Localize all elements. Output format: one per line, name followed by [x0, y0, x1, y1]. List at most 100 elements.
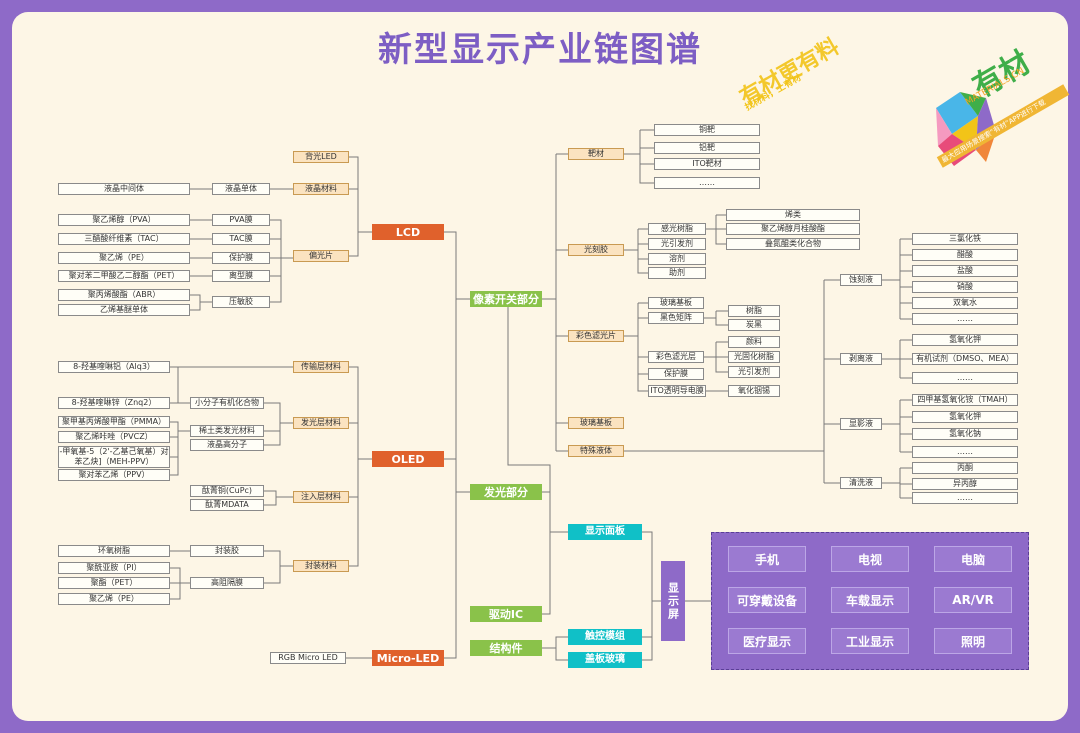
etching-item: 硝酸 [912, 281, 1018, 293]
connector [637, 229, 648, 274]
etching-item: 三氯化铁 [912, 233, 1018, 245]
oled-source: 聚对苯乙烯（PPV） [58, 469, 170, 481]
oled-material: 发光层材料 [293, 417, 349, 429]
application-tile: 车载显示 [831, 587, 909, 613]
oled-source: 聚甲基丙烯酸甲酯（PMMA） [58, 416, 170, 428]
lcd-material: 背光LED [293, 151, 349, 163]
connector [715, 342, 728, 373]
connector [170, 421, 179, 476]
micro-led-source: RGB Micro LED [270, 652, 346, 664]
target-item: ITO靶材 [654, 158, 760, 170]
developing-item: 氢氧化钾 [912, 411, 1018, 423]
category-structure: 结构件 [470, 640, 542, 656]
lcd-intermediate: 离型膜 [212, 270, 270, 282]
target-item: 铝靶 [654, 142, 760, 154]
application-tile: 电视 [831, 546, 909, 572]
oled-intermediate: 高阻隔膜 [190, 577, 264, 589]
resin-item: 聚乙烯醇月桂酸酯 [726, 223, 860, 235]
oled-source: 聚乙烯（PE） [58, 593, 170, 605]
photoresist-item: 助剂 [648, 267, 706, 279]
oled-source: 酞菁MDATA [190, 499, 264, 511]
lcd-material: 偏光片 [293, 250, 349, 262]
connector [542, 532, 551, 615]
connector [507, 299, 568, 533]
lcd-intermediate: 压敏胶 [212, 296, 270, 308]
connector [190, 294, 201, 311]
connector [444, 231, 457, 659]
photoresist-item: 溶剂 [648, 253, 706, 265]
lcd-intermediate: 保护膜 [212, 252, 270, 264]
ito-item: 氧化铟锡 [728, 385, 780, 397]
category-display-screen: 显示屏 [661, 561, 685, 641]
color-filter-item: 彩色滤光层 [648, 351, 704, 363]
oled-source: 聚酯（PET） [58, 577, 170, 589]
color-filter-item: ITO透明导电膜 [648, 385, 706, 397]
lcd-source: 聚丙烯酸酯（ABR） [58, 289, 190, 301]
connector [555, 648, 568, 661]
developing-item: 四甲基氢氧化铵（TMAH） [912, 394, 1018, 406]
black-matrix-item: 炭黑 [728, 319, 780, 331]
oled-source: -甲氧基-5（2'-乙基己氧基）对苯乙炔]（MEH-PPV） [58, 446, 170, 468]
application-tile: 工业显示 [831, 628, 909, 654]
cleaning-item: …… [912, 492, 1018, 504]
stripping-item: 氢氧化钾 [912, 334, 1018, 346]
resin-item: 烯类 [726, 209, 860, 221]
lcd-material: 液晶材料 [293, 183, 349, 195]
target-item: 铜靶 [654, 124, 760, 136]
pixel-group: 彩色滤光片 [568, 330, 624, 342]
oled-intermediate: 稀土类发光材料 [190, 425, 264, 437]
connector [349, 366, 359, 567]
application-tile: 可穿戴设备 [728, 587, 806, 613]
connector [639, 130, 654, 184]
liquid-type: 显影液 [840, 418, 882, 430]
oled-source: 8-羟基喹啉铝（Alq3） [58, 361, 170, 373]
application-tile: 照明 [934, 628, 1012, 654]
connector [264, 402, 281, 446]
etching-item: 盐酸 [912, 265, 1018, 277]
lcd-intermediate: TAC膜 [212, 233, 270, 245]
connector [264, 490, 277, 506]
liquid-type: 蚀刻液 [840, 274, 882, 286]
page-title: 新型显示产业链图谱 [378, 30, 702, 70]
category-pixel-switch: 像素开关部分 [470, 291, 542, 307]
category-display-panel: 显示面板 [568, 524, 642, 540]
connector [270, 219, 282, 303]
color-filter-item: 保护膜 [648, 368, 704, 380]
connector [715, 215, 726, 245]
pixel-group: 靶材 [568, 148, 624, 160]
category-emission: 发光部分 [470, 484, 542, 500]
oled-material: 封装材料 [293, 560, 349, 572]
lcd-source: 乙烯基醚单体 [58, 304, 190, 316]
connector [264, 550, 281, 584]
oled-material: 注入层材料 [293, 491, 349, 503]
oled-intermediate: 液晶高分子 [190, 439, 264, 451]
connector [349, 156, 359, 257]
stripping-item: 有机试剂（DMSO、MEA） [912, 353, 1018, 365]
photoresist-item: 感光树脂 [648, 223, 706, 235]
resin-item: 叠氮醌类化合物 [726, 238, 860, 250]
stripping-item: …… [912, 372, 1018, 384]
photoresist-item: 光引发剂 [648, 238, 706, 250]
application-tile: AR/VR [934, 587, 1012, 613]
liquid-type: 清洗液 [840, 477, 882, 489]
oled-source: 8-羟基喹啉锌（Znq2） [58, 397, 170, 409]
color-layer-item: 光引发剂 [728, 366, 780, 378]
connector [715, 311, 728, 326]
oled-material: 传输层材料 [293, 361, 349, 373]
pixel-group: 玻璃基板 [568, 417, 624, 429]
pixel-group: 特殊液体 [568, 445, 624, 457]
category-lcd: LCD [372, 224, 444, 240]
color-layer-item: 光固化树脂 [728, 351, 780, 363]
liquid-type: 剥离液 [840, 353, 882, 365]
category-drive-ic: 驱动IC [470, 606, 542, 622]
category-micro-led: Micro-LED [372, 650, 444, 666]
category-oled: OLED [372, 451, 444, 467]
lcd-source: 液晶中间体 [58, 183, 190, 195]
etching-item: 双氧水 [912, 297, 1018, 309]
lcd-source: 聚乙烯醇（PVA） [58, 214, 190, 226]
connector [542, 636, 568, 649]
oled-source: 聚乙烯咔唑（PVCZ） [58, 431, 170, 443]
lcd-intermediate: PVA膜 [212, 214, 270, 226]
black-matrix-item: 树脂 [728, 305, 780, 317]
